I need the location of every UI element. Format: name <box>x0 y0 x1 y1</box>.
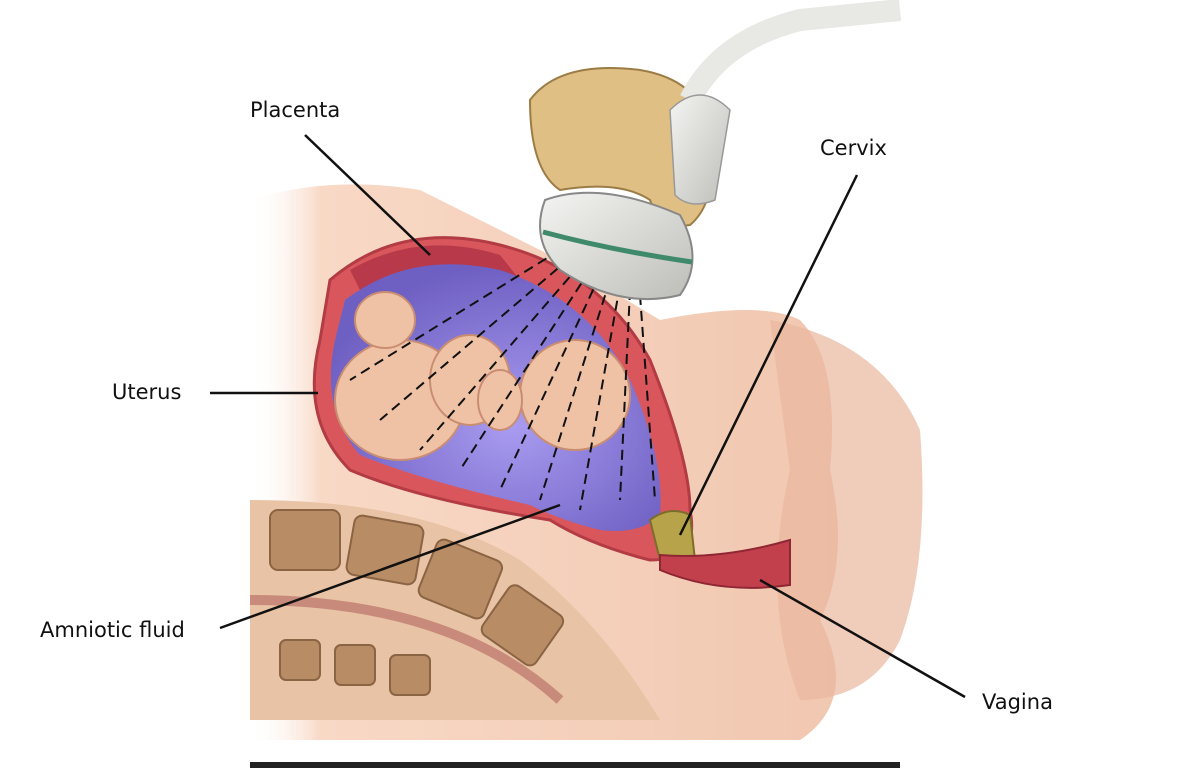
cervix-leader <box>678 174 859 536</box>
vagina <box>659 538 791 589</box>
ultrasound-beams <box>349 249 656 511</box>
vagina-label: Vagina <box>982 690 1053 714</box>
vagina-leader <box>759 578 966 699</box>
buttock <box>770 320 923 700</box>
cervix-label: Cervix <box>820 136 887 160</box>
uterus-label: Uterus <box>112 380 182 404</box>
bottom-edge <box>250 762 900 768</box>
probe-handle <box>669 94 731 205</box>
placenta-label: Placenta <box>250 98 341 122</box>
leader-lines <box>210 134 966 699</box>
ultrasound-probe <box>539 191 694 301</box>
hand <box>528 67 714 227</box>
spine <box>249 500 660 720</box>
amniotic-fluid-leader <box>219 503 561 630</box>
probe-band <box>542 229 693 265</box>
placenta-leader <box>304 134 431 256</box>
probe-cable <box>680 0 902 106</box>
amniotic-fluid-label: Amniotic fluid <box>40 618 185 642</box>
